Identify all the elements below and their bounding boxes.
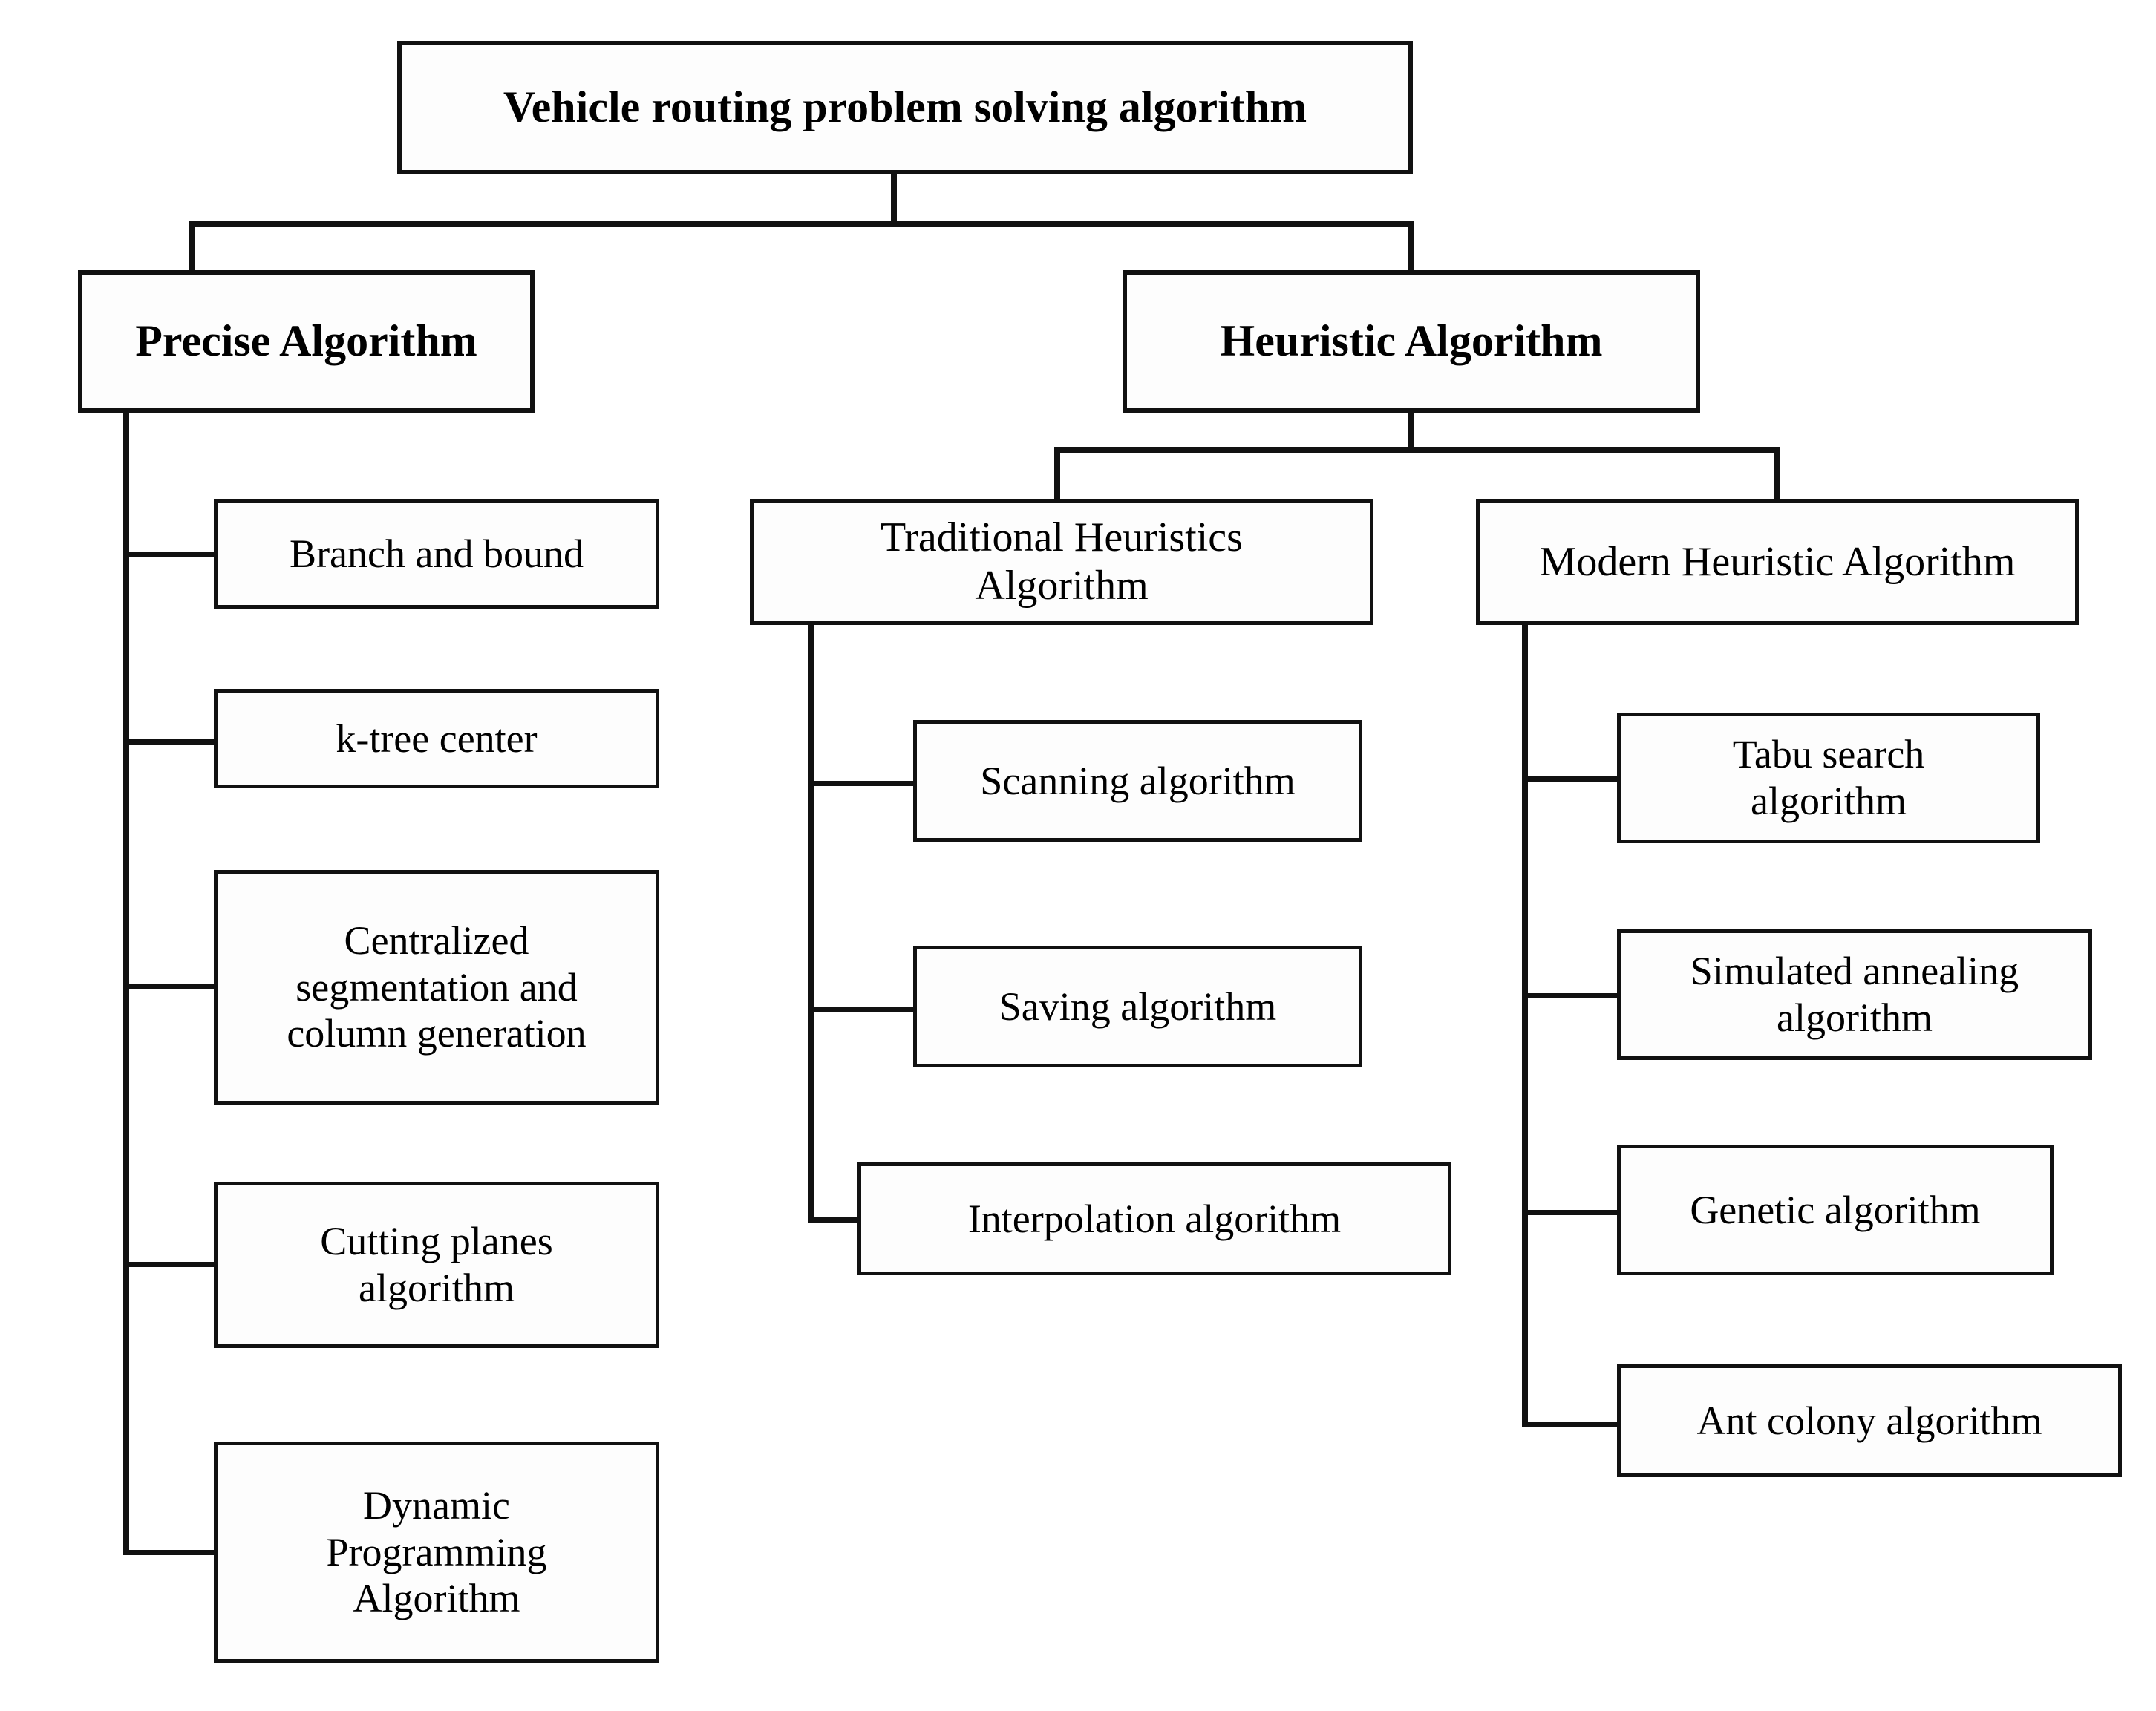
stub-precise-1 <box>123 552 217 557</box>
node-interpolation-algorithm-label: Interpolation algorithm <box>967 1196 1342 1241</box>
node-dynamic-programming-algorithm-label: Dynamic Programming Algorithm <box>326 1483 547 1621</box>
stub-modern-3 <box>1522 1210 1618 1215</box>
node-tabu-search-algorithm[interactable]: Tabu search algorithm <box>1617 713 2040 843</box>
node-cutting-planes-algorithm[interactable]: Cutting planes algorithm <box>214 1182 659 1348</box>
stub-modern-2 <box>1522 993 1618 998</box>
node-precise-algorithm[interactable]: Precise Algorithm <box>78 270 535 413</box>
node-traditional-heuristics-algorithm[interactable]: Traditional Heuristics Algorithm <box>750 499 1373 625</box>
node-scanning-algorithm[interactable]: Scanning algorithm <box>913 720 1362 842</box>
node-root-label: Vehicle routing problem solving algorith… <box>503 82 1307 132</box>
connector-to-modern <box>1774 447 1780 499</box>
node-branch-and-bound[interactable]: Branch and bound <box>214 499 659 609</box>
connector-level2-bar <box>189 221 1414 227</box>
node-dynamic-programming-algorithm[interactable]: Dynamic Programming Algorithm <box>214 1442 659 1663</box>
stub-precise-4 <box>123 1262 217 1267</box>
stub-modern-4 <box>1522 1422 1618 1427</box>
node-heuristic-algorithm[interactable]: Heuristic Algorithm <box>1123 270 1700 413</box>
connector-to-traditional <box>1054 447 1060 499</box>
node-genetic-algorithm[interactable]: Genetic algorithm <box>1617 1145 2054 1275</box>
stub-precise-3 <box>123 984 217 989</box>
stub-traditional-1 <box>808 781 916 786</box>
node-k-tree-center[interactable]: k-tree center <box>214 689 659 788</box>
stub-precise-5 <box>123 1550 217 1555</box>
connector-to-heuristic <box>1408 221 1414 270</box>
node-simulated-annealing-algorithm[interactable]: Simulated annealing algorithm <box>1617 929 2092 1060</box>
node-interpolation-algorithm[interactable]: Interpolation algorithm <box>858 1162 1451 1275</box>
node-branch-and-bound-label: Branch and bound <box>290 531 584 576</box>
node-k-tree-center-label: k-tree center <box>336 716 538 761</box>
node-traditional-heuristics-algorithm-label: Traditional Heuristics Algorithm <box>881 514 1243 609</box>
connector-heuristic-down <box>1408 410 1414 451</box>
node-heuristic-algorithm-label: Heuristic Algorithm <box>1220 316 1603 366</box>
node-scanning-algorithm-label: Scanning algorithm <box>980 758 1296 803</box>
node-modern-heuristic-algorithm[interactable]: Modern Heuristic Algorithm <box>1476 499 2079 625</box>
spine-modern <box>1522 622 1528 1427</box>
node-saving-algorithm[interactable]: Saving algorithm <box>913 946 1362 1067</box>
node-centralized-segmentation-column-generation-label: Centralized segmentation and column gene… <box>287 918 587 1056</box>
stub-modern-1 <box>1522 776 1618 782</box>
node-saving-algorithm-label: Saving algorithm <box>999 984 1277 1029</box>
node-tabu-search-algorithm-label: Tabu search algorithm <box>1732 732 1925 823</box>
node-modern-heuristic-algorithm-label: Modern Heuristic Algorithm <box>1539 538 2016 585</box>
spine-traditional <box>808 622 814 1223</box>
node-precise-algorithm-label: Precise Algorithm <box>135 316 477 366</box>
node-centralized-segmentation-column-generation[interactable]: Centralized segmentation and column gene… <box>214 870 659 1105</box>
connector-to-precise <box>189 221 195 270</box>
node-root[interactable]: Vehicle routing problem solving algorith… <box>397 41 1413 174</box>
node-ant-colony-algorithm-label: Ant colony algorithm <box>1696 1398 2042 1443</box>
stub-traditional-2 <box>808 1007 916 1012</box>
stub-traditional-3 <box>808 1217 862 1223</box>
node-genetic-algorithm-label: Genetic algorithm <box>1690 1187 1981 1232</box>
node-ant-colony-algorithm[interactable]: Ant colony algorithm <box>1617 1364 2122 1477</box>
connector-level3-bar <box>1054 447 1780 453</box>
node-cutting-planes-algorithm-label: Cutting planes algorithm <box>320 1219 553 1310</box>
connector-root-down <box>891 171 897 226</box>
node-simulated-annealing-algorithm-label: Simulated annealing algorithm <box>1690 949 2019 1040</box>
spine-precise <box>123 410 129 1554</box>
stub-precise-2 <box>123 739 217 745</box>
